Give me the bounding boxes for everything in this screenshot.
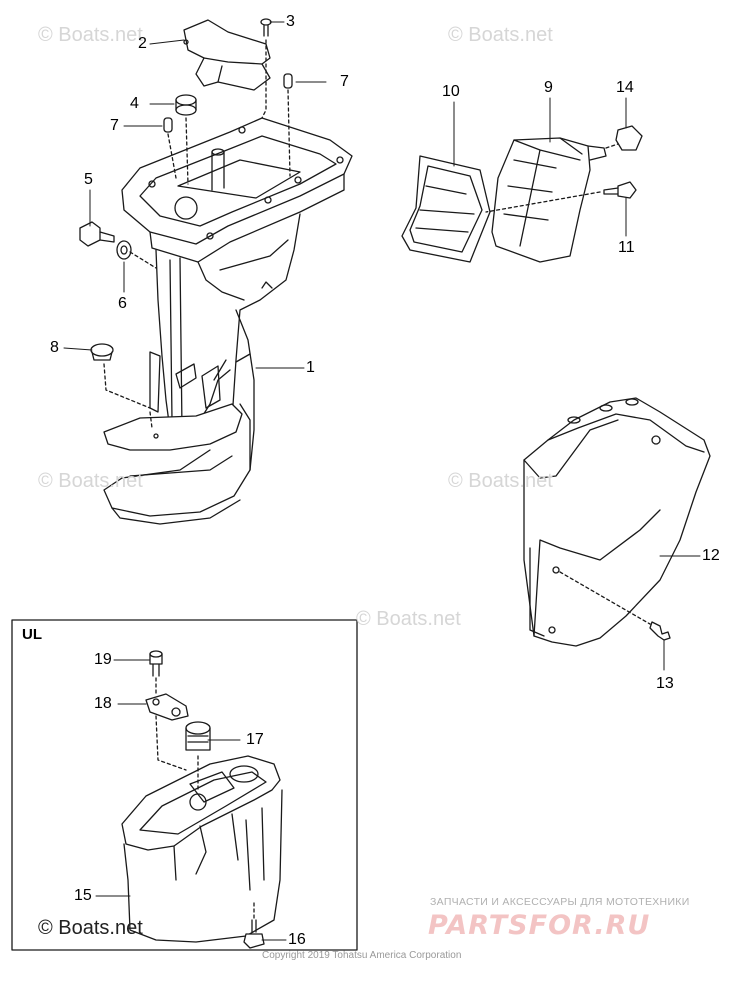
nut-14	[605, 125, 643, 151]
copyright-notice: Copyright 2019 Tohatsu America Corporati…	[262, 950, 462, 961]
drive-shaft-housing	[103, 117, 353, 525]
callout-7b: 7	[110, 117, 119, 134]
gasket	[401, 155, 491, 263]
callout-16: 16	[288, 931, 306, 948]
callout-2: 2	[138, 35, 147, 52]
bracket	[183, 19, 271, 91]
callout-18: 18	[94, 695, 112, 712]
under-cover	[523, 397, 711, 647]
ad-brand: PARTSFOR.RU	[428, 910, 651, 941]
screw-13	[649, 621, 671, 641]
callout-12: 12	[702, 547, 720, 564]
inset-label: UL	[22, 626, 42, 643]
callout-15: 15	[74, 887, 92, 904]
watermark-top-right: © Boats.net	[448, 24, 553, 46]
watermark-footer: © Boats.net	[38, 917, 143, 939]
callout-3: 3	[286, 13, 295, 30]
callout-9-ul-19: 19	[94, 651, 112, 668]
bolt-5	[79, 221, 115, 247]
callout-5: 5	[84, 171, 93, 188]
callout-10: 10	[442, 83, 460, 100]
callout-7a: 7	[340, 73, 349, 90]
callout-4: 4	[130, 95, 139, 112]
watermark-mid-center: © Boats.net	[356, 608, 461, 630]
grommet-8	[90, 343, 151, 409]
dowel-pin-7b	[163, 117, 177, 179]
callout-6: 6	[118, 295, 127, 312]
ul-fitting-17	[185, 721, 211, 791]
ul-housing	[121, 755, 283, 943]
dowel-pin-7a	[283, 73, 293, 177]
callout-11: 11	[618, 239, 635, 256]
ul-bolt-19	[149, 650, 163, 697]
seal	[175, 94, 197, 185]
washer-6	[116, 240, 157, 269]
leader-lines	[63, 21, 701, 941]
watermark-mid-left: © Boats.net	[38, 470, 143, 492]
watermark-top-left: © Boats.net	[38, 24, 143, 46]
bolt-11	[485, 181, 637, 213]
callout-17: 17	[246, 731, 264, 748]
ad-tagline: ЗАПЧАСТИ И АКСЕССУАРЫ ДЛЯ МОТОТЕХНИКИ	[430, 896, 690, 908]
callout-9: 9	[544, 79, 553, 96]
callout-14: 14	[616, 79, 634, 96]
callout-8: 8	[50, 339, 59, 356]
callout-1: 1	[306, 359, 315, 376]
ul-bolt-16	[243, 899, 265, 949]
callout-13: 13	[656, 675, 674, 692]
ul-gasket-18	[145, 693, 189, 771]
exhaust-cover	[491, 137, 607, 263]
watermark-mid-right: © Boats.net	[448, 470, 553, 492]
ul-inset-frame	[11, 619, 358, 951]
